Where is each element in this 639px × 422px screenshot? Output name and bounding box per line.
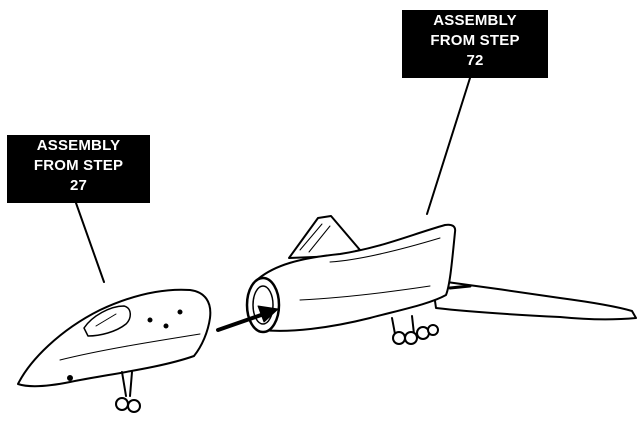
main-landing-gear [392,316,438,344]
callout-27-step: 27 [7,176,150,196]
aft-fuselage-wing-assembly [247,216,636,344]
callout-72-line1: ASSEMBLY [402,11,548,31]
callout-72-line2: FROM STEP [402,31,548,51]
nose-section-body [18,290,210,386]
nose-landing-gear [116,372,140,412]
callout-assembly-step-72: ASSEMBLY FROM STEP 72 [402,10,548,78]
leader-line-step-27 [76,203,104,282]
callout-27-line1: ASSEMBLY [7,136,150,156]
callout-72-step: 72 [402,51,548,71]
callout-27-line2: FROM STEP [7,156,150,176]
callout-assembly-step-27: ASSEMBLY FROM STEP 27 [7,135,150,203]
leader-line-step-72 [427,78,470,214]
forward-nose-section [18,290,210,412]
